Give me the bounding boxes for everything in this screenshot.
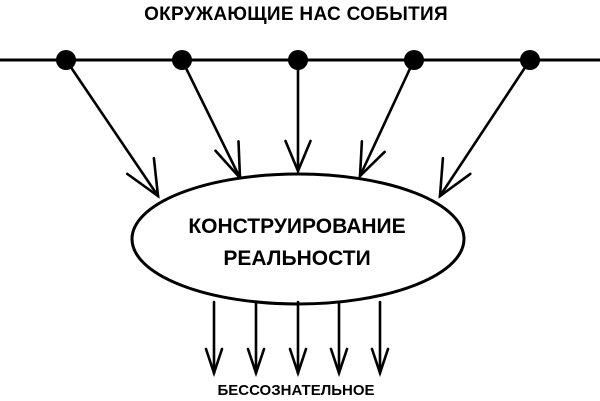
- construction-ellipse: [130, 172, 466, 306]
- output-arrow-5: [370, 300, 390, 378]
- bottom-label: БЕССОЗНАТЕЛЬНОЕ: [217, 382, 374, 399]
- input-arrow-1: [64, 58, 160, 199]
- input-arrow-3: [284, 58, 312, 175]
- top-title: ОКРУЖАЮЩИЕ НАС СОБЫТИЯ: [144, 4, 448, 25]
- input-arrow-4: [358, 58, 416, 180]
- output-arrow-4: [329, 300, 349, 378]
- input-arrow-5: [438, 58, 532, 199]
- output-arrow-1: [204, 300, 224, 378]
- center-label-line2: РЕАЛЬНОСТИ: [223, 247, 370, 270]
- input-arrow-2: [180, 58, 242, 182]
- output-arrow-3: [288, 300, 308, 378]
- output-arrow-2: [246, 300, 266, 378]
- center-label-line1: КОНСТРУИРОВАНИЕ: [188, 215, 405, 238]
